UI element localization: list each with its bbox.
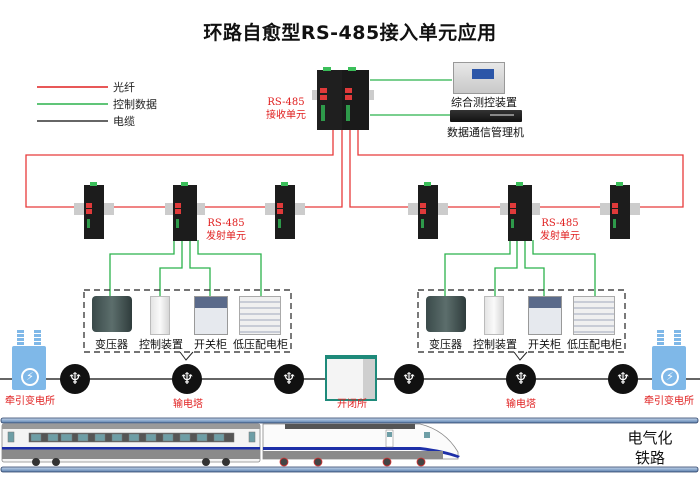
transmitter-right: [500, 182, 540, 241]
traction-substation-left-label: 牵引变电所: [5, 396, 55, 407]
legend-label-fiber: 光纤: [113, 81, 135, 94]
rail-top: [0, 417, 699, 424]
railway-label-line2: 铁路: [634, 449, 665, 467]
equipment-right-transformer: 变压器: [429, 338, 462, 351]
control-links-left: [109, 240, 262, 296]
equipment-left-switchgear: 开关柜: [194, 338, 227, 351]
transmitter-right-label-line2: 发射单元: [540, 231, 580, 242]
tower-icon: ♆: [172, 364, 202, 394]
fiber-node-right-1: [408, 182, 448, 239]
tower-icon: ♆: [60, 364, 90, 394]
control-device-icon: [150, 296, 170, 335]
receiver-label-line1: RS-485: [267, 97, 305, 108]
tower-label-right: 输电塔: [506, 399, 536, 410]
equipment-left-control: 控制装置: [139, 338, 183, 351]
monitor-device-label: 综合测控装置: [451, 96, 517, 109]
transmitter-left-label-line2: 发射单元: [206, 231, 246, 242]
control-device-icon: [484, 296, 504, 335]
receiver-module-2-icon: [342, 67, 369, 130]
switching-station-icon: [325, 355, 377, 401]
tower-label-left: 输电塔: [173, 399, 203, 410]
fiber-node-icon: [84, 182, 104, 239]
transmitter-right-label-line1: RS-485: [541, 218, 579, 229]
equipment-right-lv-cabinet: 低压配电柜: [567, 338, 622, 351]
equipment-box-left: [83, 289, 292, 361]
lv-cabinet-icon: [239, 296, 281, 335]
traction-substation-right-icon: ⚡: [650, 330, 688, 392]
diagram-title: 环路自愈型RS-485接入单元应用: [203, 22, 497, 44]
fiber-loop-left: [25, 130, 343, 208]
receiver-label-line2: 接收单元: [266, 110, 306, 121]
transmitter-right-label: RS-485 发射单元: [537, 217, 583, 243]
receiver-module-1-icon: [317, 67, 343, 130]
tower-icon: ♆: [506, 364, 536, 394]
train-illustration: [1, 423, 460, 467]
transformer-icon: [426, 296, 466, 332]
railway-label: 电气化 铁路: [620, 428, 680, 468]
legend-label-cable: 电缆: [113, 115, 135, 128]
tower-icon: ♆: [608, 364, 638, 394]
switching-station-label: 开闭所: [337, 399, 367, 410]
control-links-center: [370, 79, 452, 116]
switchgear-icon: [528, 296, 562, 335]
legend-label-control: 控制数据: [113, 98, 157, 111]
receiver-label: RS-485 接收单元: [262, 96, 310, 122]
control-links-right: [444, 240, 596, 296]
transmitter-left-label-line1: RS-485: [207, 218, 245, 229]
rail-bottom: [0, 466, 699, 473]
transmitter-left: [165, 182, 205, 241]
equipment-left-transformer: 变压器: [95, 338, 128, 351]
monitor-device-icon: [453, 62, 505, 94]
comm-manager-label: 数据通信管理机: [447, 126, 524, 139]
tower-icon: ♆: [394, 364, 424, 394]
fiber-node-icon: [610, 182, 630, 239]
fiber-node-icon: [275, 182, 295, 239]
transmitter-icon: [508, 182, 532, 241]
switchgear-icon: [194, 296, 228, 335]
fiber-node-right-2: [600, 182, 640, 239]
equipment-right-switchgear: 开关柜: [528, 338, 561, 351]
railway-label-line1: 电气化: [627, 429, 673, 447]
traction-substation-left-icon: ⚡: [10, 330, 48, 392]
transformer-icon: [92, 296, 132, 332]
traction-substation-right-label: 牵引变电所: [644, 396, 694, 407]
transmitter-icon: [173, 182, 197, 241]
fiber-loop-right: [349, 130, 684, 208]
fiber-node-icon: [418, 182, 438, 239]
transmitter-left-label: RS-485 发射单元: [203, 217, 249, 243]
equipment-left-lv-cabinet: 低压配电柜: [233, 338, 288, 351]
tower-icon: ♆: [274, 364, 304, 394]
fiber-node-left-2: [265, 182, 305, 239]
equipment-box-right: [417, 289, 626, 361]
comm-manager-icon: [450, 110, 522, 122]
fiber-node-left-1: [74, 182, 114, 239]
lv-cabinet-icon: [573, 296, 615, 335]
equipment-right-control: 控制装置: [473, 338, 517, 351]
receiver-unit: [312, 67, 374, 132]
